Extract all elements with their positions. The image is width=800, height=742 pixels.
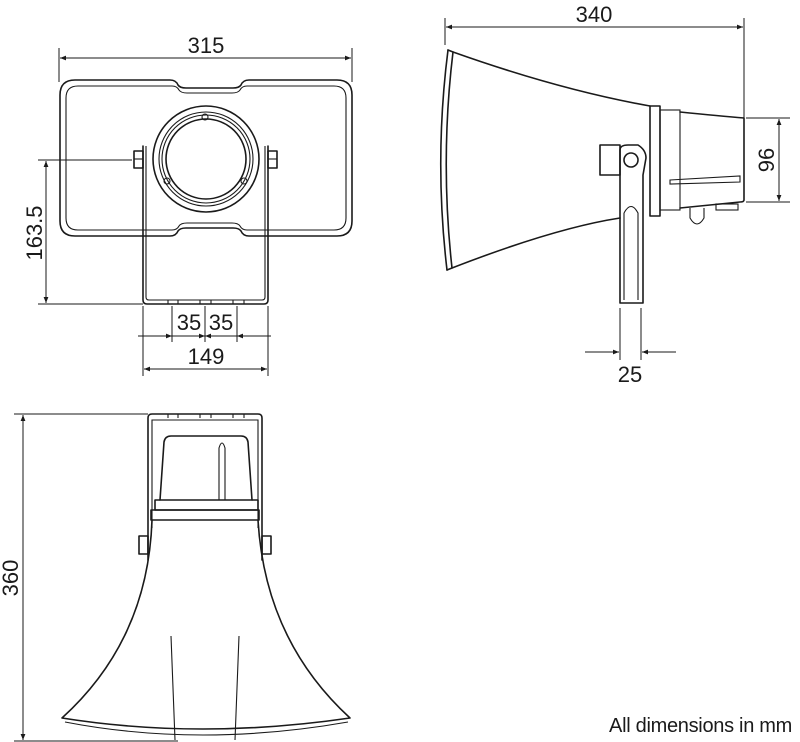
- bolt-right: [261, 535, 272, 555]
- front-view: 315 163.5: [22, 33, 353, 376]
- side-view: 340 96 25: [439, 2, 790, 387]
- top-view: 360: [0, 413, 351, 742]
- bolt-left: [138, 535, 149, 555]
- dim-149: 149: [188, 344, 225, 369]
- dim-340: 340: [576, 2, 613, 27]
- dim-163-5: 163.5: [22, 205, 47, 260]
- dim-25: 25: [618, 362, 642, 387]
- dim-96: 96: [754, 148, 779, 172]
- dim-315: 315: [188, 33, 225, 58]
- dim-360: 360: [0, 560, 23, 597]
- units-note: All dimensions in mm: [609, 715, 792, 737]
- dim-35-left: 35: [177, 310, 201, 335]
- dim-35-right: 35: [209, 310, 233, 335]
